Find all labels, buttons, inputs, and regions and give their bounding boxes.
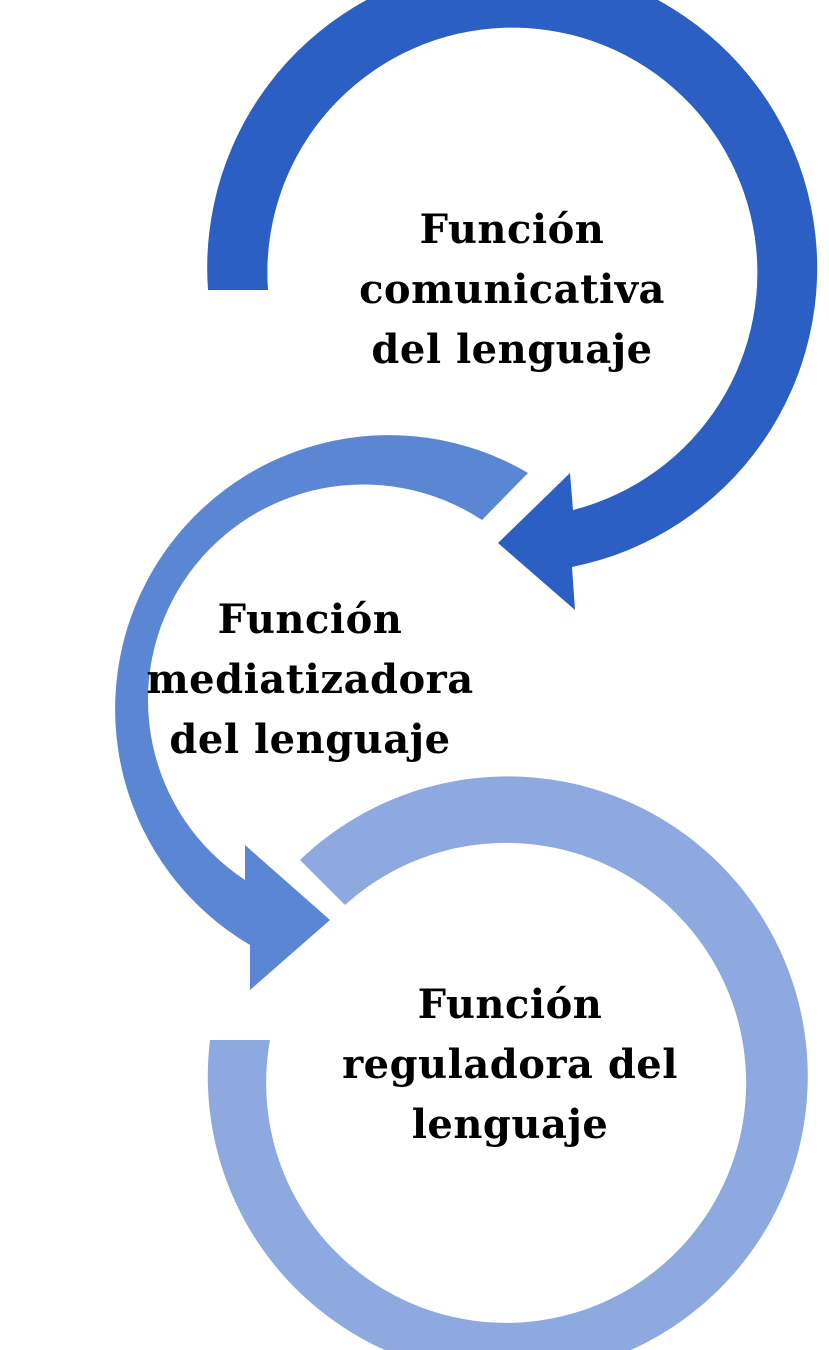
node-label-line: comunicativa: [359, 266, 665, 313]
node-funcion-reguladora: Función reguladora del lenguaje: [310, 975, 710, 1155]
node-label-line: reguladora del: [342, 1041, 678, 1088]
ring-arc-mediatizadora: [115, 435, 528, 991]
node-label-line: del lenguaje: [169, 716, 451, 763]
ring-mediatizadora: [115, 435, 528, 991]
node-label-line: Función: [419, 206, 605, 253]
node-label-line: Función: [417, 981, 603, 1028]
node-label-line: lenguaje: [411, 1101, 609, 1148]
node-funcion-comunicativa: Función comunicativa del lenguaje: [312, 200, 712, 380]
node-funcion-mediatizadora: Función mediatizadora del lenguaje: [110, 590, 510, 770]
node-label-line: del lenguaje: [371, 326, 653, 373]
node-label-line: Función: [217, 596, 403, 643]
node-label-line: mediatizadora: [146, 656, 474, 703]
